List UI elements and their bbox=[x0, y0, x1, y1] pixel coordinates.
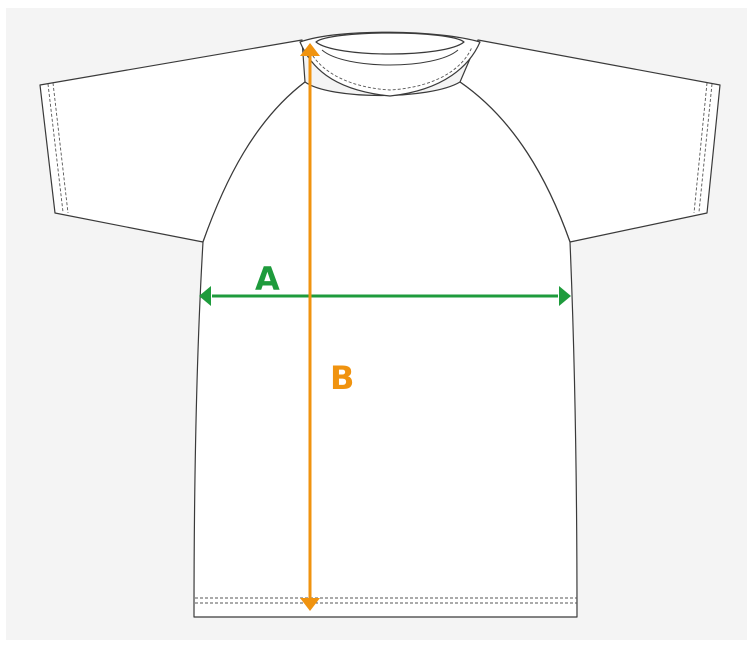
left-sleeve-hem-stitch-2 bbox=[52, 82, 69, 214]
width-label: A bbox=[255, 260, 280, 298]
length-label: B bbox=[330, 359, 354, 397]
width-arrow-right-head bbox=[559, 286, 571, 306]
right-sleeve-hem-stitch bbox=[698, 83, 713, 213]
width-arrow bbox=[199, 286, 571, 306]
width-arrow-left-head bbox=[199, 286, 211, 306]
shirt-body bbox=[193, 81, 578, 618]
left-sleeve-hem-stitch bbox=[47, 83, 64, 213]
length-arrow-bottom-head bbox=[300, 598, 320, 611]
length-arrow bbox=[300, 43, 320, 611]
length-arrow-top-head bbox=[300, 43, 320, 56]
collar-stitch bbox=[307, 46, 473, 91]
right-sleeve-hem-stitch-2 bbox=[693, 82, 708, 214]
collar-inner-line bbox=[321, 49, 459, 66]
neck-opening bbox=[315, 32, 465, 55]
